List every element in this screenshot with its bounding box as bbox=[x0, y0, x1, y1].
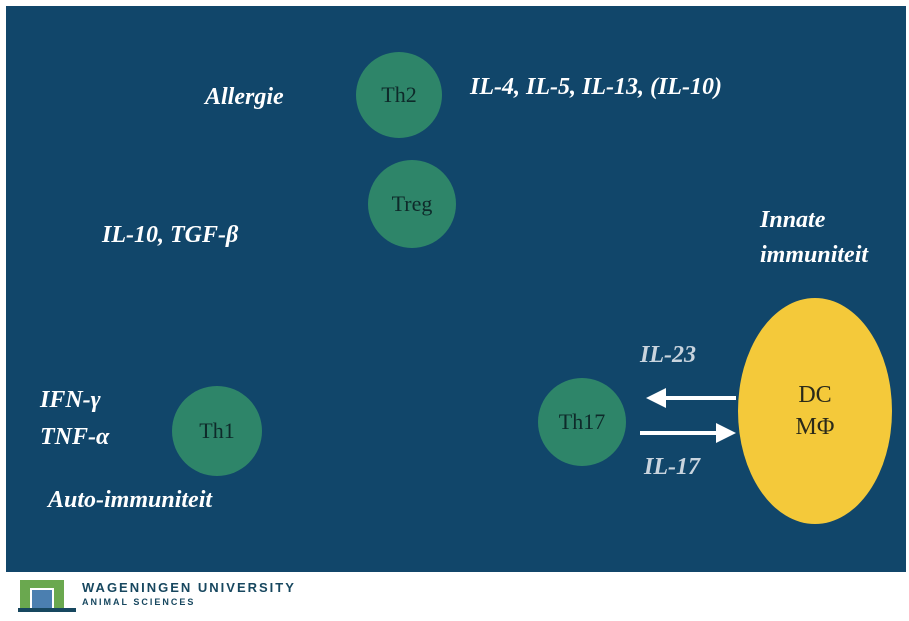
wageningen-logo-icon bbox=[18, 580, 76, 612]
il23-label: IL-23 bbox=[640, 342, 696, 368]
tnf-alpha-label: TNF-α bbox=[40, 424, 110, 450]
footer: WAGENINGEN UNIVERSITY ANIMAL SCIENCES bbox=[0, 572, 909, 621]
treg-label: Treg bbox=[391, 191, 433, 216]
th2-cytokines-label: IL-4, IL-5, IL-13, (IL-10) bbox=[470, 74, 722, 100]
th17-cell: Th17 bbox=[538, 378, 626, 466]
allergie-label: Allergie bbox=[205, 84, 284, 110]
dc-macrophage-ellipse: DC MΦ bbox=[738, 298, 892, 524]
ifn-gamma-label: IFN-γ bbox=[40, 387, 101, 413]
macrophage-label: MΦ bbox=[795, 414, 835, 440]
th1-label: Th1 bbox=[199, 418, 235, 443]
th1-cell: Th1 bbox=[172, 386, 262, 476]
treg-cell: Treg bbox=[368, 160, 456, 248]
dc-label: DC bbox=[798, 382, 832, 408]
innate-line2-label: immuniteit bbox=[760, 242, 869, 268]
auto-immuniteit-label: Auto-immuniteit bbox=[48, 487, 213, 513]
th17-label: Th17 bbox=[558, 409, 606, 434]
department-name: ANIMAL SCIENCES bbox=[82, 597, 196, 607]
il17-label: IL-17 bbox=[644, 454, 700, 480]
th2-cell: Th2 bbox=[356, 52, 442, 138]
university-name: WAGENINGEN UNIVERSITY bbox=[82, 580, 296, 595]
th2-label: Th2 bbox=[381, 82, 417, 107]
treg-cytokines-label: IL-10, TGF-β bbox=[102, 222, 239, 248]
innate-line1-label: Innate bbox=[760, 207, 826, 233]
